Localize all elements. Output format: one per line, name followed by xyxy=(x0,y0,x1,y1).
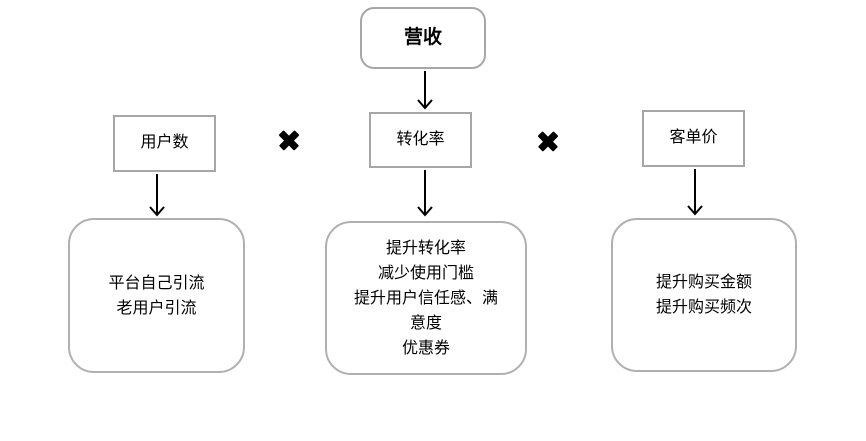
arrow-down-icon xyxy=(149,174,165,217)
detail-line: 提升购买频次 xyxy=(655,299,752,316)
node-user-count: 用户数 xyxy=(113,115,216,172)
arrow-down-icon xyxy=(417,170,433,217)
detail-line: 老用户引流 xyxy=(116,299,197,317)
node-revenue-label: 营收 xyxy=(403,26,442,48)
node-user-count-label: 用户数 xyxy=(140,134,189,152)
detail-line: 减少使用门槛 xyxy=(377,264,474,282)
detail-line: 提升用户信任感、满 xyxy=(353,289,498,307)
node-order-value-details: 提升购买金额 提升购买频次 xyxy=(611,218,797,372)
detail-line: 意度 xyxy=(409,314,442,332)
node-conversion-rate-label: 转化率 xyxy=(396,130,445,148)
node-conversion-rate-details: 提升转化率 减少使用门槛 提升用户信任感、满 意度 优惠券 xyxy=(325,221,527,375)
node-user-count-details: 平台自己引流 老用户引流 xyxy=(68,218,245,373)
detail-line: 优惠券 xyxy=(401,339,450,357)
detail-line: 提升转化率 xyxy=(385,239,466,257)
detail-line: 平台自己引流 xyxy=(108,274,205,292)
detail-line: 提升购买金额 xyxy=(655,274,752,291)
node-order-value: 客单价 xyxy=(642,110,745,167)
node-order-value-label: 客单价 xyxy=(669,129,718,147)
arrow-down-icon xyxy=(417,71,433,110)
multiply-icon xyxy=(278,129,300,151)
node-conversion-rate: 转化率 xyxy=(369,112,472,168)
node-revenue: 营收 xyxy=(360,7,486,69)
multiply-icon xyxy=(537,130,559,152)
arrow-down-icon xyxy=(687,169,703,216)
